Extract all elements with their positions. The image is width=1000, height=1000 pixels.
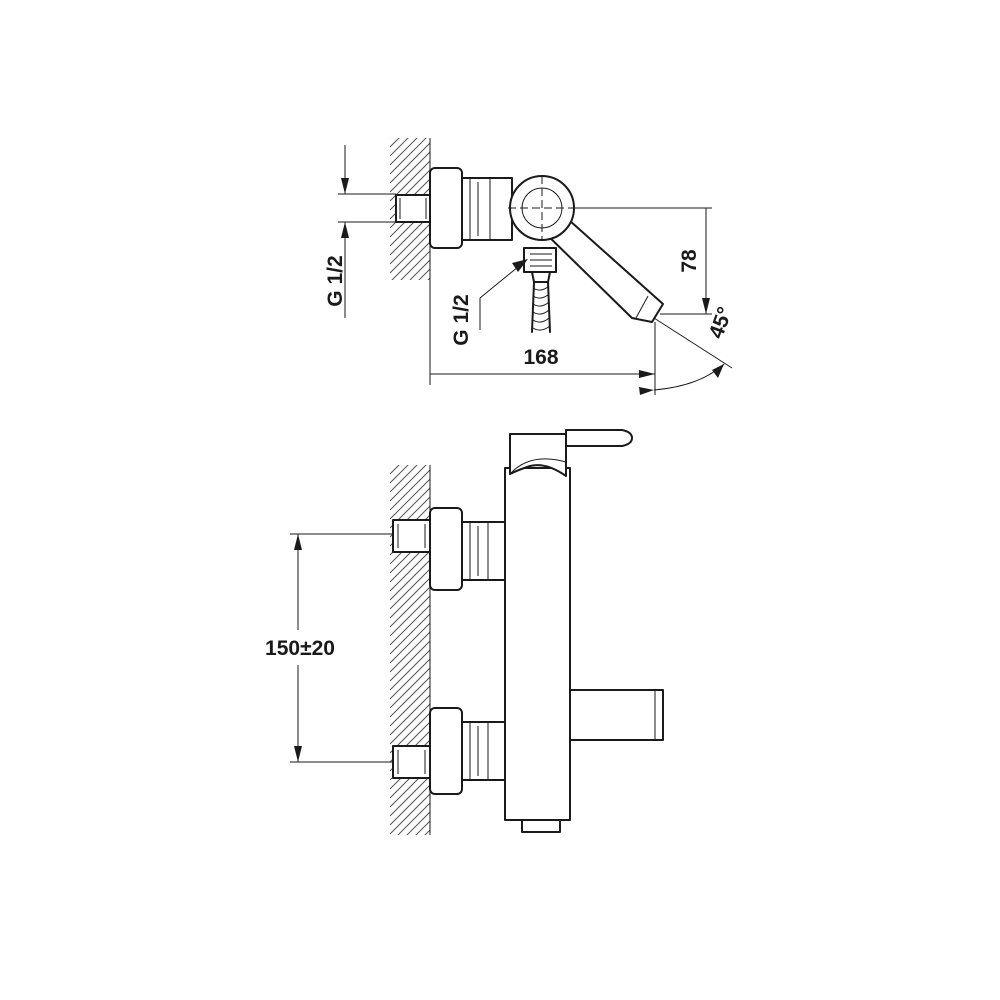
hatch-line [424,829,430,835]
hatch-line [390,622,430,664]
hatch-line [400,250,430,280]
hatch-line [390,658,430,700]
hatch-line [391,241,430,280]
length-label: 168 [523,346,558,369]
front-view: 150±20 [265,429,664,906]
dimension-centers: 150±20 [265,533,393,763]
hatch-line [390,296,430,336]
hatch-line [409,259,430,280]
dimension-inlet-thread: G 1/2 [324,145,396,318]
inlet-stub-top [395,194,431,223]
hose-coil-top [531,281,551,333]
hatch-line [390,287,430,327]
hatch-line [390,793,430,835]
hatch-line [390,151,430,193]
hatch-line [390,703,430,745]
hatch-line [390,138,400,148]
hatch-line [390,685,430,727]
lower-inlet-stub [392,745,431,779]
hatch-line [390,586,430,628]
hatch-line [390,559,430,601]
lower-inlet-front [392,707,523,795]
hatch-line [415,820,430,835]
hatch-line [390,631,430,673]
hatch-line [390,138,391,139]
handle-front [509,429,633,477]
hatch-line [390,314,430,354]
hatch-line [390,866,430,906]
angle-label: 45° [705,304,737,342]
hatch-line [390,577,430,619]
outlet-thread-label: G 1/2 [450,294,473,345]
handle-lever-front [565,429,633,447]
hatch-line [390,223,430,265]
hatch-line [390,857,430,897]
dimension-offset: 78 [576,207,712,315]
hatch-line [390,676,430,718]
upper-inlet-stub [392,519,431,553]
lower-wall-flange [429,707,463,795]
hatch-line [390,465,400,475]
hatch-line [390,465,409,484]
spout-body [569,689,664,741]
hatch-line [390,550,430,592]
hatch-line [390,142,430,184]
hatch-line [390,784,430,826]
wall-hatching-front [390,465,430,906]
hatch-line [390,595,430,637]
hatch-line [390,604,430,646]
centers-label: 150±20 [265,637,335,660]
top-view: G 1/2 G 1/2 168 78 [324,138,737,395]
hatch-line [390,839,430,879]
hatch-line [427,277,430,280]
mixer-body-front [504,467,571,821]
dimension-length: 168 [429,280,656,395]
upper-wall-flange [429,507,463,591]
hatch-line [390,469,430,511]
hatch-line [390,649,430,691]
hatch-line [390,138,427,175]
hatch-line [390,613,430,655]
hatch-line [390,138,409,157]
diverter-outlet [521,819,561,833]
hatch-line [390,465,418,493]
dimension-outlet-thread: G 1/2 [450,259,528,346]
hatch-line [390,478,430,520]
hatch-line [406,811,430,835]
wall-hatching-top [390,138,430,354]
hatch-line [390,694,430,736]
hatch-line [390,640,430,682]
hatch-line [390,305,430,345]
hatch-line [418,268,430,280]
hatch-line [390,465,391,466]
hatch-line [390,138,418,166]
hatch-line [390,568,430,610]
hatch-line [390,465,427,502]
hatch-line [390,775,430,817]
hatch-line [390,667,430,709]
cartridge-cap [509,433,567,477]
wall-flange-top [429,167,463,249]
inlet-thread-label: G 1/2 [324,255,347,306]
spout-front [569,689,664,741]
offset-label: 78 [678,249,701,273]
hatch-line [390,232,430,274]
hatch-line [390,848,430,888]
hatch-line [397,802,430,835]
